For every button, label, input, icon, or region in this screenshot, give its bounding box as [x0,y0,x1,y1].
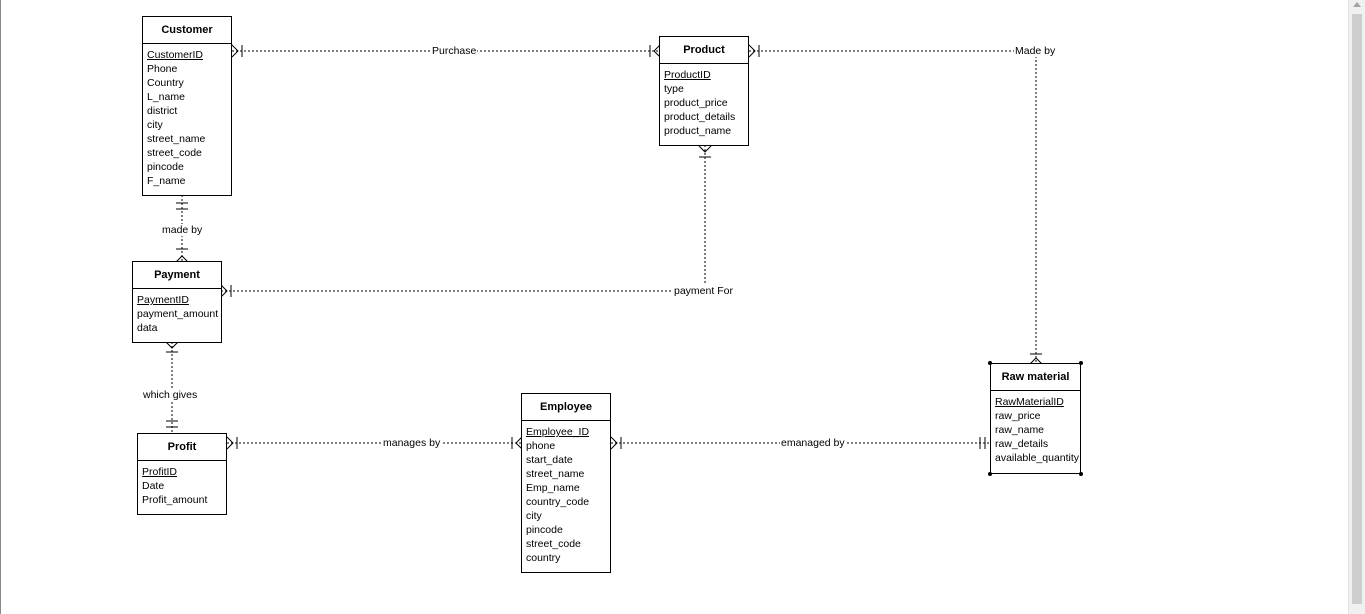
attribute: raw_name [995,424,1045,436]
scroll-up-arrow-icon[interactable] [1353,2,1361,7]
resize-handle-top-right[interactable] [1079,361,1083,365]
attribute-list: ProductID type product_price product_detail… [660,64,748,138]
attribute: Date [142,480,165,492]
attribute: street_name [147,133,206,145]
attribute: district [147,105,178,117]
purchase-label[interactable]: Purchase [431,45,478,57]
entity-title: Payment [133,262,221,289]
emanaged-by-label[interactable]: emanaged by [780,437,846,449]
attribute: city [147,119,163,131]
attribute: street_name [526,468,585,480]
which-gives-label[interactable]: which gives [142,389,199,401]
attribute-primary-key: CustomerID [147,49,204,61]
attribute-primary-key: RawMaterialID [995,396,1064,408]
entity-raw-material[interactable]: Raw material RawMaterialID raw_price raw_n… [990,363,1081,474]
entity-title: Employee [522,394,610,421]
attribute: raw_price [995,410,1041,422]
attribute: pincode [526,524,563,536]
attribute: phone [526,440,556,452]
attribute: Country [147,77,184,89]
vertical-scrollbar[interactable] [1348,0,1365,614]
attribute: data [137,322,158,334]
scroll-thumb[interactable] [1352,14,1362,604]
attribute: F_name [147,175,186,187]
entity-title: Raw material [991,364,1080,391]
manages-by-connector[interactable] [226,436,523,450]
attribute: product_price [664,97,728,109]
attribute: product_details [664,111,736,123]
resize-handle-top-left[interactable] [988,361,992,365]
payment-for-label[interactable]: payment For [673,285,734,297]
made-by-product-label[interactable]: Made by [1014,45,1057,57]
attribute: L_name [147,91,185,103]
attribute: country_code [526,496,590,508]
payment-for-connector[interactable] [220,145,712,298]
attribute: available_quantity [995,452,1080,464]
resize-handle-bottom-right[interactable] [1079,472,1083,476]
attribute: country [526,552,561,564]
entity-title: Profit [138,434,226,461]
made-by-raw-material-connector[interactable] [748,44,1043,365]
attribute-primary-key: ProfitID [142,466,178,478]
attribute: Profit_amount [142,494,208,506]
attribute: street_code [147,147,202,159]
attribute: start_date [526,454,573,466]
resize-handle-bottom-left[interactable] [988,472,992,476]
entity-title: Customer [143,17,231,44]
attribute: raw_details [995,438,1049,450]
attribute: payment_amount [137,308,219,320]
attribute: Emp_name [526,482,580,494]
attribute-primary-key: Employee_ID [526,426,590,438]
attribute: Phone [147,63,178,75]
manages-by-label[interactable]: manages by [382,437,442,449]
attribute: pincode [147,161,184,173]
attribute: city [526,510,542,522]
attribute: product_name [664,125,732,137]
attribute-primary-key: ProductID [664,69,711,81]
entity-title: Product [660,37,748,64]
canvas-left-border [0,0,1,614]
attribute-list: RawMaterialID raw_price raw_name raw_detail… [991,391,1080,465]
which-gives-connector[interactable] [165,341,179,433]
made-by-payment-label[interactable]: made by [161,224,204,236]
attribute: type [664,83,684,95]
attribute: street_code [526,538,581,550]
attribute-primary-key: PaymentID [137,294,189,306]
